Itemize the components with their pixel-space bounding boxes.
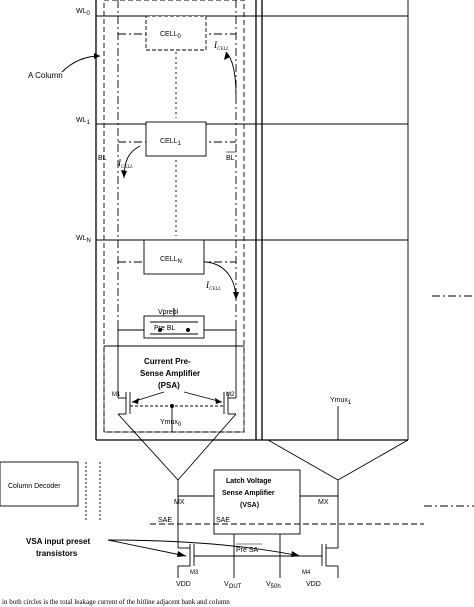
svg-text:M3: M3 [190,570,199,576]
svg-text:Column Decoder: Column Decoder [8,483,61,490]
wordline-label: WL [76,8,87,15]
current-celln: ICELL [205,261,239,301]
mx-right-cross [337,439,409,481]
svg-text:Sense Amplifier: Sense Amplifier [222,490,275,497]
psa-arrowhead-m1 [132,398,139,404]
wordline-label: WL [76,117,87,124]
svg-text:WLN: WLN [76,235,91,244]
mx-left-cross [177,413,237,481]
vout-bar-label: V50h [266,581,281,590]
preset-arrow-m4 [107,539,301,557]
svg-text:Latch Voltage: Latch Voltage [226,478,271,485]
wordline-n: WLN [76,235,408,244]
mx-right-down [267,439,339,481]
svg-text:Pre SA: Pre SA [236,547,259,554]
svg-text:MX: MX [318,499,329,506]
psa-block [103,308,245,433]
transistor-m2: M2 [223,346,237,415]
column-decoder: Column Decoder [0,461,79,507]
svg-text:CELLN: CELLN [160,256,182,265]
wordline-0: WL0 [76,8,408,17]
bl-label: BL [98,155,107,162]
wordline-label: WL [76,235,87,242]
vout-label: VOUT [224,581,242,590]
transistor-m3: M3 VDD [176,544,199,588]
vpre-label: Vprebl [158,309,179,316]
svg-text:ICELL: ICELL [213,40,229,52]
svg-text:WL1: WL1 [76,117,91,126]
wordline-sub: 0 [87,11,91,17]
psa-title-line2: Sense Amplifier [140,369,200,378]
blb-label: BL [226,151,236,162]
preset-arrow-m3 [107,539,187,557]
cell-0: CELL0 [145,15,207,51]
psa-title-line3: (PSA) [158,381,180,390]
transistor-m4: M4 VDD [302,544,339,588]
svg-text:CELL0: CELL0 [160,31,182,40]
svg-text:ICELL: ICELL [117,158,133,170]
current-cell0: ICELL [213,40,237,97]
svg-text:M1: M1 [112,392,121,398]
mx-left-label: MX [174,499,185,506]
svg-text:CELL1: CELL1 [160,138,182,147]
preset-arrowhead-m4 [291,551,300,557]
wordline-1: WL1 [76,117,408,126]
svg-text:WL0: WL0 [76,8,91,17]
psa-arrowhead-m2 [215,398,222,404]
mx-right-label: MX [318,495,330,506]
vsa-block: Latch Voltage Sense Amplifier (VSA) [213,469,301,535]
wordline-sub: N [87,238,91,244]
mx-left-down [117,413,179,481]
pre-bl-label: Pre BL [154,325,176,332]
vsa-preset-label-line1: VSA input preset [26,537,90,546]
sae-left-label: SAE [158,517,172,524]
cell-n: CELLN [143,239,205,275]
pre-sa-label: Pre SA [236,543,262,554]
column-boundary [103,0,245,433]
svg-text:(VSA): (VSA) [240,502,259,509]
preset-arrowhead-m3 [177,551,186,557]
caption: in both circles is the total leakage cur… [2,598,230,606]
svg-text:ICELL: ICELL [205,280,221,292]
column-label: A Column [28,71,63,80]
cell-1: CELL1 [145,121,207,157]
sae-right-label: SAE [216,517,230,524]
ymux0-label: Ymux0 [160,419,182,428]
column-arrow-head [94,53,100,59]
svg-text:VDD: VDD [176,581,191,588]
svg-text:BL: BL [226,155,235,162]
vsa-preset-label-line2: transistors [36,549,78,558]
current-cell1: ICELL [117,145,141,179]
psa-title-line1: Current Pre- [144,357,191,366]
svg-text:M2: M2 [226,392,235,398]
ymux1-label: Ymux1 [330,397,352,406]
wordline-sub: 1 [87,120,91,126]
svg-text:M4: M4 [302,570,311,576]
svg-text:VDD: VDD [306,581,321,588]
transistor-m1: M1 [112,346,131,415]
